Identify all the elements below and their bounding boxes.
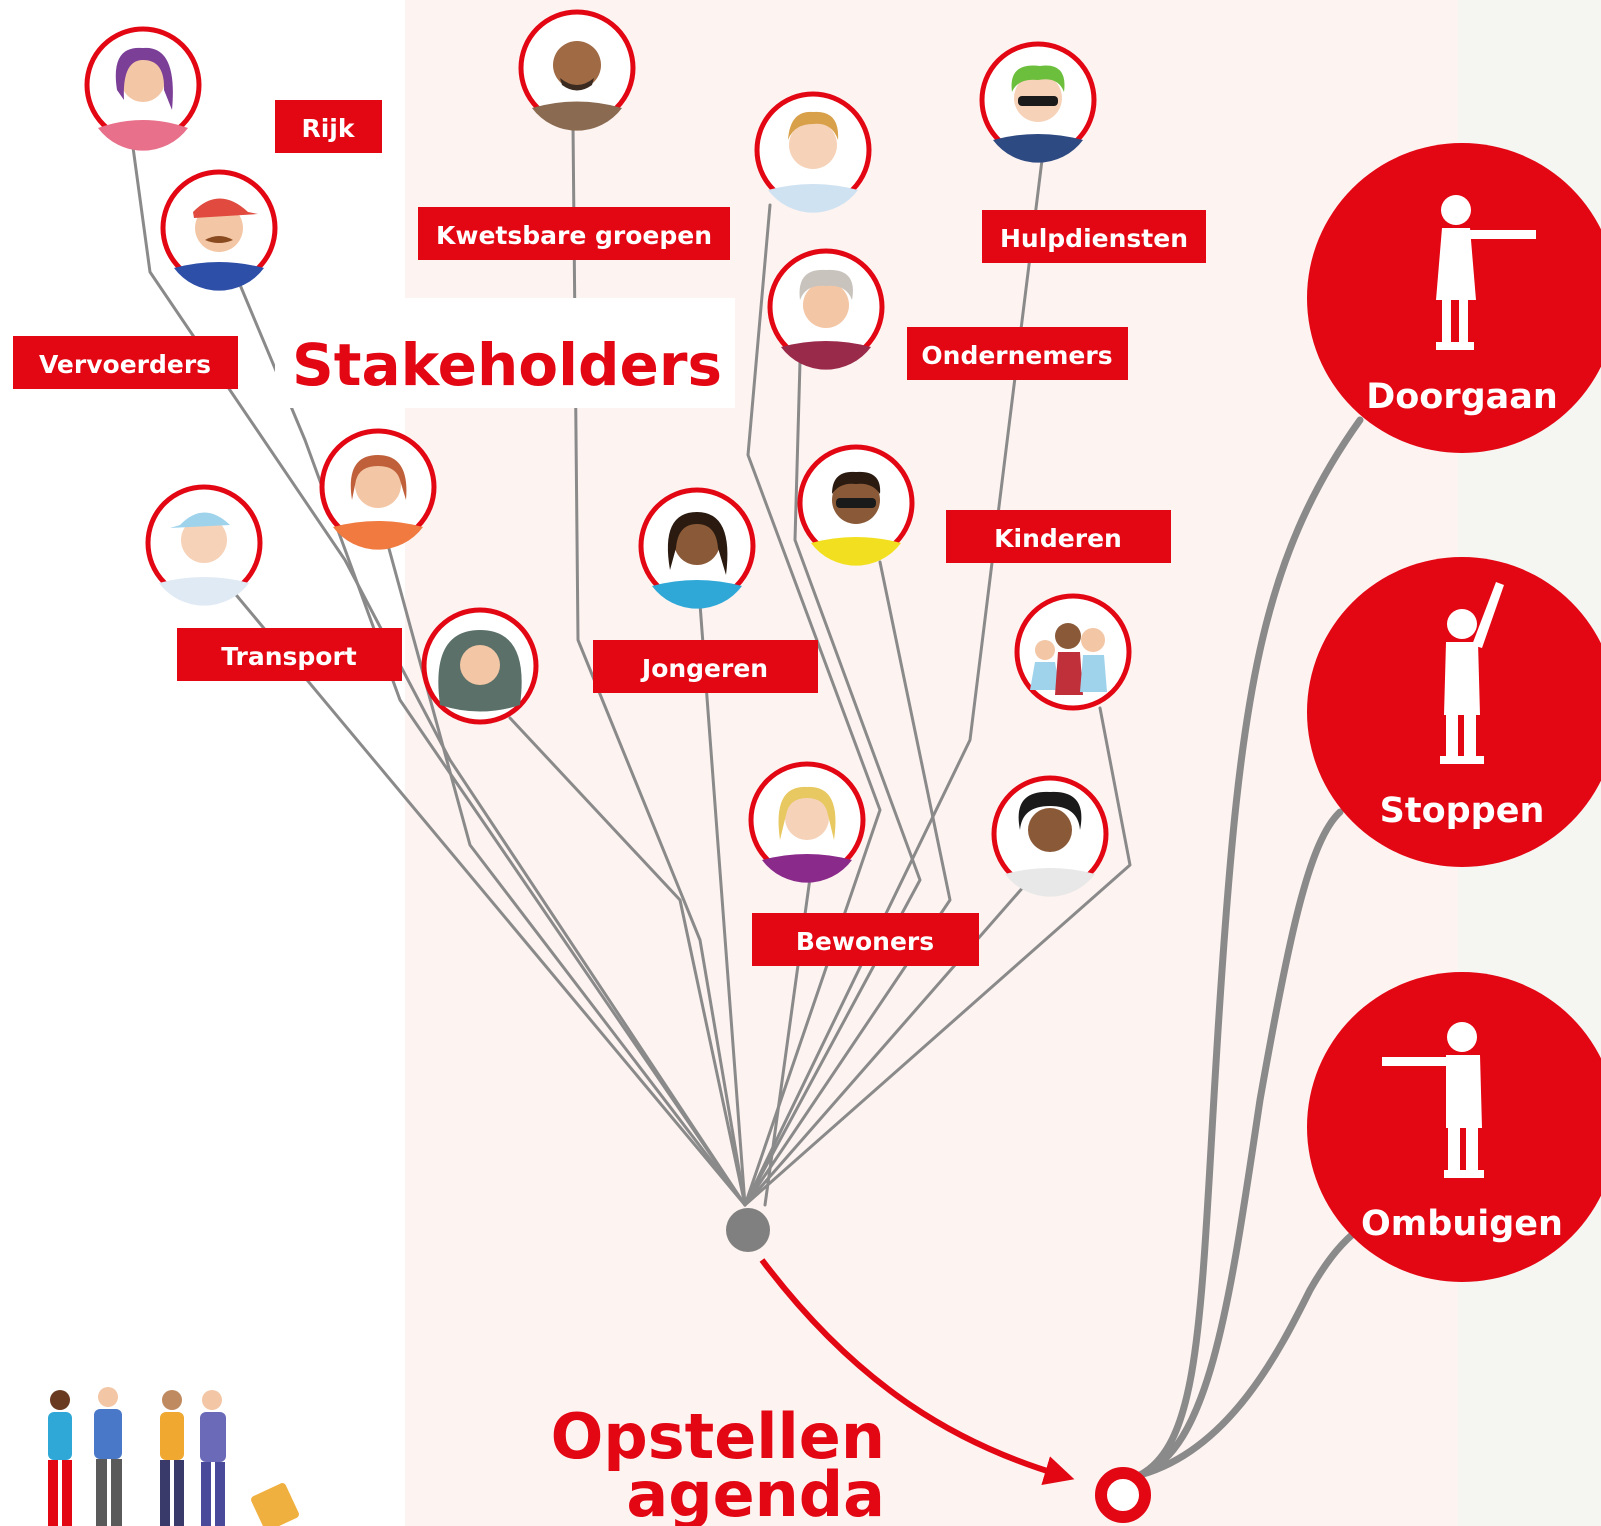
svg-text:Bewoners: Bewoners	[796, 927, 934, 956]
line-blond-man	[743, 203, 882, 1207]
svg-text:Ondernemers: Ondernemers	[921, 341, 1112, 370]
label-vervoerders: Vervoerders	[13, 336, 238, 389]
pointing-left-figure-icon	[1382, 1022, 1484, 1178]
line-old-woman	[743, 360, 922, 1207]
svg-text:Jongeren: Jongeren	[640, 654, 768, 683]
curve-stoppen	[1136, 808, 1344, 1479]
svg-text:Vervoerders: Vervoerders	[39, 350, 211, 379]
label-bewoners: Bewoners	[752, 913, 979, 966]
avatar-mustache-man	[160, 169, 278, 291]
line-sunglasses-boy	[743, 560, 952, 1207]
line-mustache-man	[236, 278, 747, 1207]
outcome-label-ombuigen: Ombuigen	[1361, 1204, 1563, 1244]
suitcase-icon	[251, 1483, 299, 1526]
label-rijk: Rijk	[275, 100, 382, 153]
svg-text:Hulpdiensten: Hulpdiensten	[1000, 224, 1188, 253]
title-box	[275, 298, 735, 408]
agenda-arrow	[759, 1258, 1075, 1486]
svg-text:Rijk: Rijk	[301, 114, 355, 143]
label-jongeren: Jongeren	[593, 640, 818, 693]
line-young-woman	[698, 602, 747, 1207]
label-transport: Transport	[177, 628, 402, 681]
line-red-hair-woman	[386, 543, 747, 1207]
avatar-cap-boy	[145, 484, 263, 606]
line-cap-boy	[230, 588, 747, 1207]
agenda-line-1: Opstellen	[551, 1400, 885, 1473]
label-hulpdiensten: Hulpdiensten	[982, 210, 1206, 263]
outcome-label-stoppen: Stoppen	[1380, 791, 1545, 831]
avatar-blond-girl	[748, 761, 866, 883]
raised-hand-figure-icon	[1440, 582, 1504, 764]
avatar-family	[1014, 593, 1132, 711]
svg-text:Transport: Transport	[221, 642, 357, 671]
line-family	[743, 706, 1132, 1207]
avatar-purple-woman	[84, 26, 202, 151]
outcome-ombuigen: Ombuigen	[1307, 972, 1601, 1282]
agenda-line-2: agenda	[626, 1458, 885, 1526]
avatar-young-woman	[638, 487, 756, 609]
svg-text:Kwetsbare groepen: Kwetsbare groepen	[436, 221, 712, 250]
avatar-blond-man	[754, 91, 872, 213]
people-group-illustration	[48, 1387, 299, 1526]
page-title: Stakeholders	[292, 331, 722, 399]
person-3	[160, 1390, 184, 1526]
avatar-afro-man	[991, 775, 1109, 897]
avatar-bald-man	[518, 9, 636, 131]
label-kinderen: Kinderen	[946, 510, 1171, 563]
avatar-hijab-woman	[421, 607, 539, 725]
avatar-old-woman	[767, 248, 885, 370]
label-kwetsbare-groepen: Kwetsbare groepen	[418, 207, 730, 260]
avatar-red-hair-woman	[319, 428, 437, 550]
svg-text:Kinderen: Kinderen	[994, 524, 1122, 553]
pointing-right-figure-icon	[1436, 195, 1536, 350]
outcome-stoppen: Stoppen	[1307, 557, 1601, 867]
person-1	[48, 1390, 72, 1526]
person-4	[200, 1390, 226, 1526]
outcome-label-doorgaan: Doorgaan	[1366, 377, 1558, 417]
agenda-node	[1095, 1467, 1151, 1523]
curve-ombuigen	[1136, 1224, 1364, 1479]
hub-node	[726, 1208, 770, 1252]
label-ondernemers: Ondernemers	[907, 327, 1128, 380]
line-hijab-woman	[508, 716, 747, 1207]
avatar-green-hair-man	[979, 41, 1097, 163]
line-purple-woman	[130, 138, 747, 1207]
outcome-curves	[1136, 416, 1364, 1479]
avatar-sunglasses-boy	[797, 444, 915, 566]
outcome-doorgaan: Doorgaan	[1307, 143, 1601, 453]
curve-doorgaan	[1136, 416, 1364, 1479]
person-2	[94, 1387, 122, 1526]
